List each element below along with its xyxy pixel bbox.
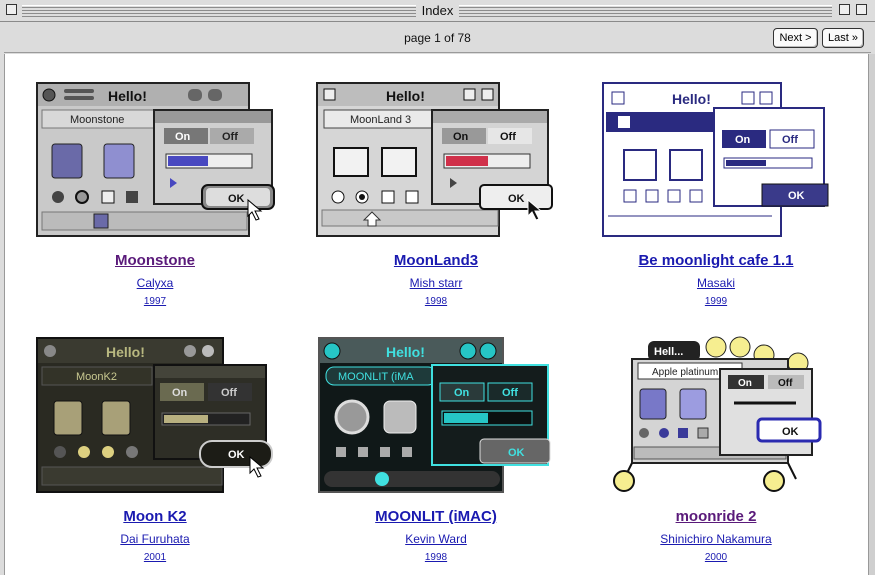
svg-text:Off: Off bbox=[778, 378, 793, 389]
svg-text:MOONLIT (iMA: MOONLIT (iMA bbox=[338, 371, 414, 383]
next-button[interactable]: Next > bbox=[773, 28, 818, 48]
svg-text:On: On bbox=[735, 134, 751, 146]
svg-text:OK: OK bbox=[508, 447, 525, 459]
theme-author-link[interactable]: Shinichiro Nakamura bbox=[660, 532, 772, 546]
theme-author-link[interactable]: Dai Furuhata bbox=[120, 532, 190, 546]
theme-name-link[interactable]: Moonstone bbox=[115, 252, 195, 269]
svg-text:Hello!: Hello! bbox=[386, 344, 425, 360]
svg-text:Hello!: Hello! bbox=[672, 91, 711, 107]
theme-author-link[interactable]: Calyxa bbox=[136, 276, 174, 290]
theme-year-link[interactable]: 1999 bbox=[704, 296, 728, 307]
collapse-box-icon[interactable] bbox=[856, 4, 867, 15]
svg-text:Moonstone: Moonstone bbox=[70, 114, 124, 126]
theme-author-link[interactable]: Masaki bbox=[696, 276, 735, 290]
page-info: page 1 of 78 bbox=[404, 31, 471, 45]
scrollbar[interactable] bbox=[869, 54, 875, 575]
svg-text:OK: OK bbox=[782, 426, 799, 438]
zoom-box-icon[interactable] bbox=[839, 4, 850, 15]
theme-name-link[interactable]: moonride 2 bbox=[675, 508, 757, 525]
theme-preview-moonstone[interactable]: Hello! Moonstone On Off OK bbox=[36, 82, 276, 242]
close-box-icon[interactable] bbox=[6, 4, 17, 15]
svg-text:Hello!: Hello! bbox=[106, 344, 145, 360]
theme-year-link[interactable]: 1998 bbox=[424, 296, 448, 307]
theme-preview-moonride-2[interactable]: Hell... Apple platinum On Off OK bbox=[608, 335, 848, 495]
svg-text:On: On bbox=[738, 378, 752, 389]
svg-text:OK: OK bbox=[508, 193, 525, 205]
theme-year-link[interactable]: 2001 bbox=[143, 552, 167, 563]
svg-text:Off: Off bbox=[500, 131, 516, 143]
theme-name-link[interactable]: Moon K2 bbox=[123, 508, 187, 525]
svg-text:Off: Off bbox=[782, 134, 798, 146]
svg-text:MoonLand 3: MoonLand 3 bbox=[350, 114, 411, 126]
theme-preview-moon-k2[interactable]: Hello! MoonK2 On Off OK bbox=[36, 337, 276, 497]
svg-text:MoonK2: MoonK2 bbox=[76, 371, 117, 383]
theme-preview-moonland3[interactable]: Hello! MoonLand 3 On Off OK bbox=[316, 82, 556, 242]
theme-year-link[interactable]: 2000 bbox=[704, 552, 728, 563]
svg-text:On: On bbox=[175, 131, 191, 143]
svg-text:On: On bbox=[172, 387, 188, 399]
theme-author-link[interactable]: Kevin Ward bbox=[405, 532, 467, 546]
last-button[interactable]: Last » bbox=[822, 28, 864, 48]
svg-text:Off: Off bbox=[502, 387, 518, 399]
svg-text:Hell...: Hell... bbox=[654, 346, 683, 358]
window-title: Index bbox=[415, 3, 460, 18]
theme-name-link[interactable]: MOONLIT (iMAC) bbox=[375, 508, 497, 525]
svg-text:On: On bbox=[453, 131, 469, 143]
svg-text:OK: OK bbox=[788, 190, 805, 202]
svg-text:Apple platinum: Apple platinum bbox=[652, 367, 718, 378]
theme-name-link[interactable]: Be moonlight cafe 1.1 bbox=[638, 252, 794, 269]
svg-text:Off: Off bbox=[221, 387, 237, 399]
svg-text:OK: OK bbox=[228, 449, 245, 461]
theme-author-link[interactable]: Mish starr bbox=[409, 276, 463, 290]
theme-year-link[interactable]: 1998 bbox=[424, 552, 448, 563]
svg-text:OK: OK bbox=[228, 193, 245, 205]
theme-year-link[interactable]: 1997 bbox=[143, 296, 167, 307]
svg-text:Off: Off bbox=[222, 131, 238, 143]
theme-name-link[interactable]: MoonLand3 bbox=[393, 252, 479, 269]
svg-text:On: On bbox=[454, 387, 470, 399]
theme-preview-be-moonlight-cafe[interactable]: Hello! On Off OK bbox=[602, 82, 842, 242]
theme-preview-moonlit-imac[interactable]: Hello! MOONLIT (iMA On Off OK bbox=[318, 337, 558, 497]
pagination-toolbar: page 1 of 78 Next > Last » bbox=[4, 23, 871, 53]
svg-text:Hello!: Hello! bbox=[108, 88, 147, 104]
svg-text:Hello!: Hello! bbox=[386, 88, 425, 104]
window-title-bar[interactable]: Index bbox=[0, 0, 875, 22]
